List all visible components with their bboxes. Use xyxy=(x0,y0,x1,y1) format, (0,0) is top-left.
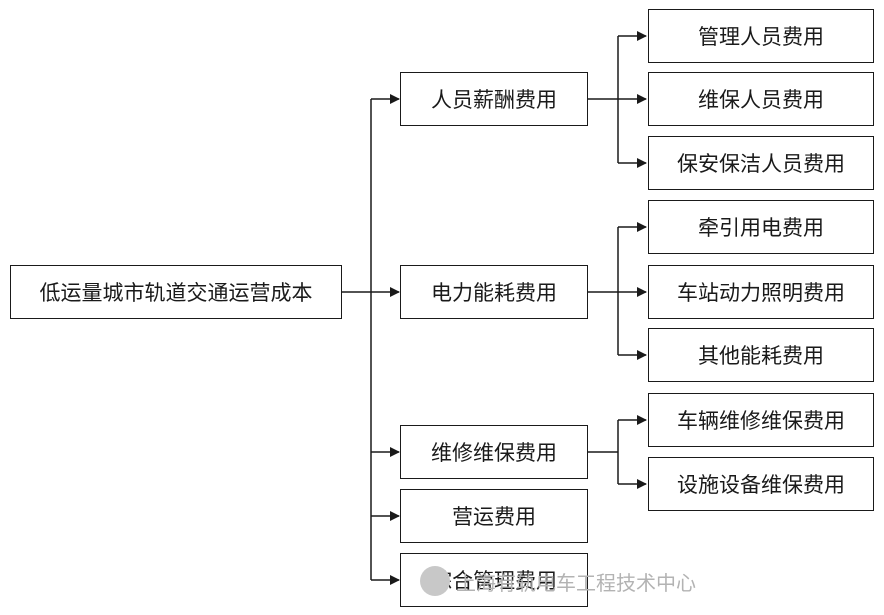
root-node: 低运量城市轨道交通运营成本 xyxy=(10,265,342,319)
item-node-2-0: 车辆维修维保费用 xyxy=(648,393,874,447)
category-node-0: 人员薪酬费用 xyxy=(400,72,588,126)
watermark: 上海有轨电车工程技术中心 xyxy=(420,563,696,599)
category-node-2: 维修维保费用 xyxy=(400,425,588,479)
item-node-1-2: 其他能耗费用 xyxy=(648,328,874,382)
category-node-1: 电力能耗费用 xyxy=(400,265,588,319)
watermark-text: 上海有轨电车工程技术中心 xyxy=(456,570,696,595)
item-node-1-0: 牵引用电费用 xyxy=(648,200,874,254)
item-node-1-1: 车站动力照明费用 xyxy=(648,265,874,319)
item-node-0-1: 维保人员费用 xyxy=(648,72,874,126)
category-node-3: 营运费用 xyxy=(400,489,588,543)
item-node-0-0: 管理人员费用 xyxy=(648,9,874,63)
wechat-logo-icon xyxy=(420,566,450,596)
item-node-0-2: 保安保洁人员费用 xyxy=(648,136,874,190)
item-node-2-1: 设施设备维保费用 xyxy=(648,457,874,511)
